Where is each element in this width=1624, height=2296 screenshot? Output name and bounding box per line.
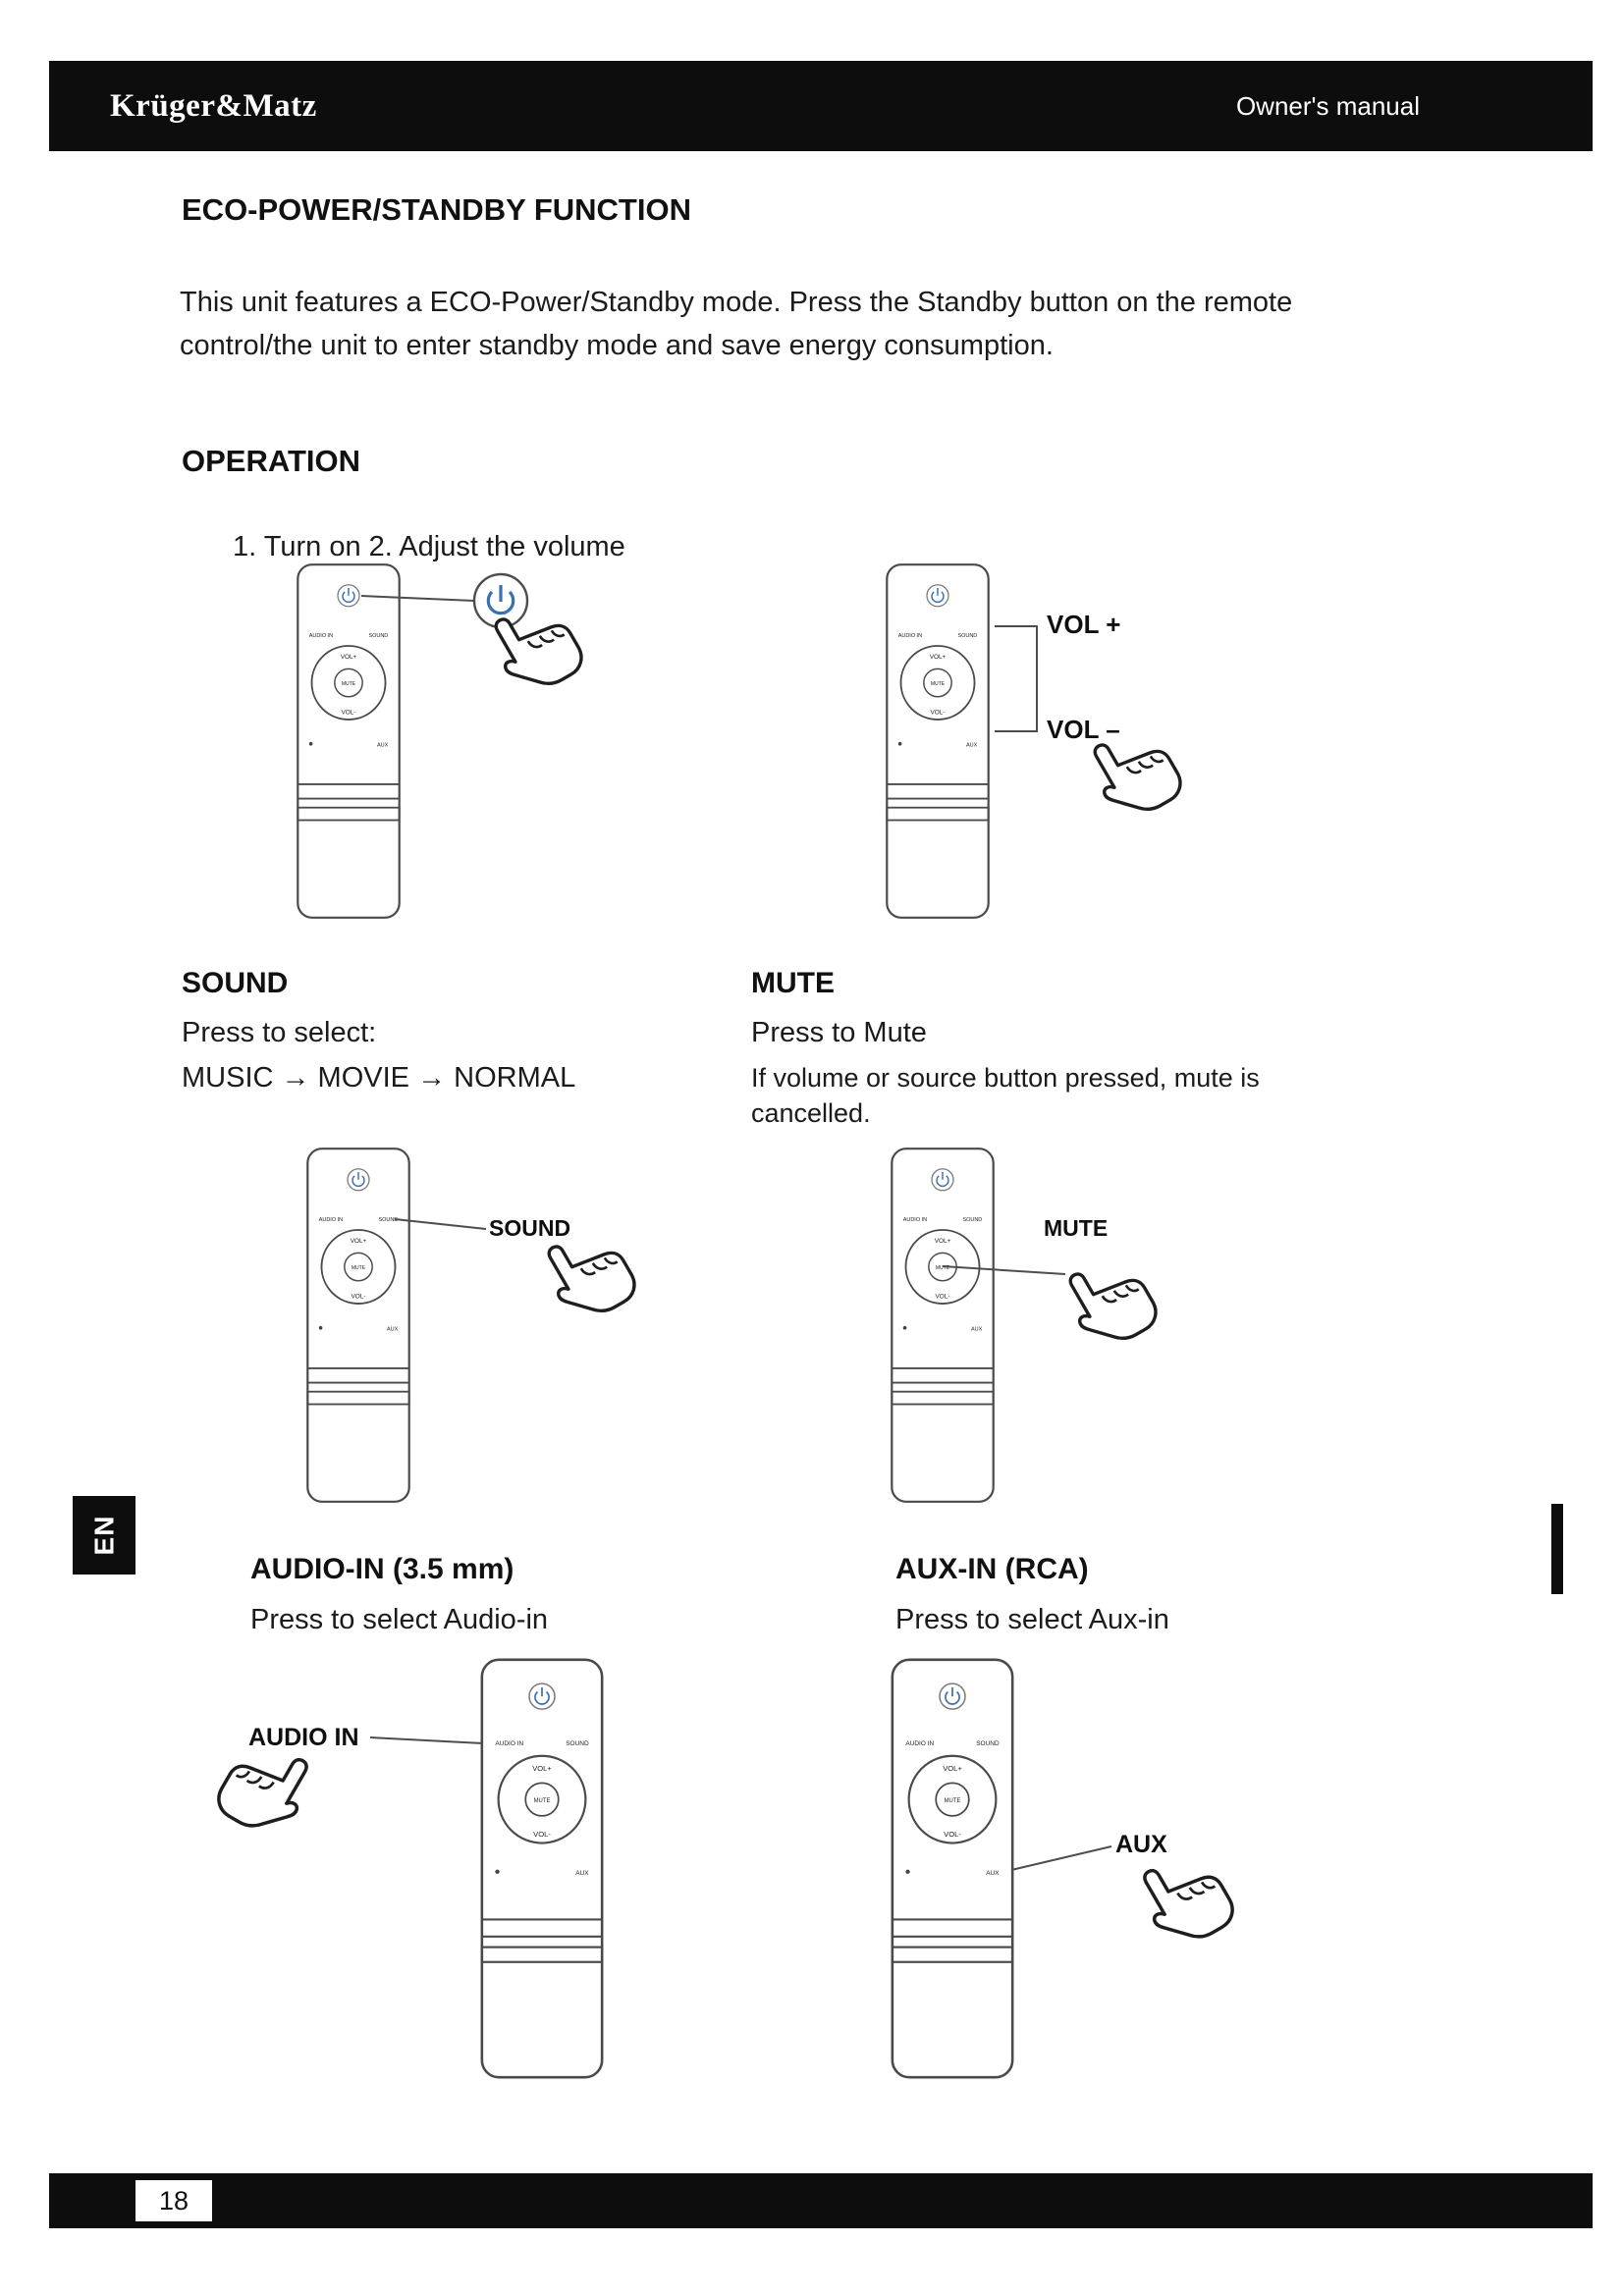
remote-illustration [886, 563, 990, 919]
remote-illustration [891, 1148, 995, 1503]
mute-line1: Press to Mute [751, 1017, 927, 1048]
figure-audio-in: AUDIO IN [211, 1658, 604, 2079]
header-bar: Krüger&Matz Owner's manual [49, 61, 1593, 151]
figure-sound: SOUND [306, 1148, 643, 1503]
power-icon [486, 585, 515, 615]
sound-callout: SOUND [489, 1215, 570, 1241]
remote-illustration [480, 1658, 604, 2079]
audio-in-callout: AUDIO IN [248, 1724, 359, 1751]
hand-icon [1129, 1842, 1242, 1957]
right-edge-bar [1551, 1504, 1563, 1594]
remote-illustration [891, 1658, 1014, 2079]
eco-section-body: This unit features a ECO-Power/Standby m… [180, 287, 1293, 362]
remote-illustration [306, 1148, 410, 1503]
language-tab: EN [73, 1496, 135, 1575]
eco-section-title: ECO-POWER/STANDBY FUNCTION [182, 192, 691, 227]
aux-callout: AUX [1115, 1831, 1167, 1858]
operation-steps: 1. Turn on 2. Adjust the volume [233, 531, 625, 562]
page-number: 18 [135, 2180, 212, 2221]
mute-callout: MUTE [1044, 1215, 1108, 1241]
sound-line1: Press to select: [182, 1017, 377, 1048]
brand-logo: Krüger&Matz [110, 87, 317, 124]
audio-in-section-title: AUDIO-IN (3.5 mm) [250, 1553, 514, 1585]
manual-title: Owner's manual [1235, 90, 1420, 121]
footer-bar: 18 [49, 2173, 1593, 2228]
aux-in-line1: Press to select Aux-in [895, 1604, 1169, 1635]
mute-section-title: MUTE [751, 967, 835, 999]
operation-section-title: OPERATION [182, 444, 360, 478]
figure-power [297, 563, 590, 919]
remote-illustration [297, 563, 401, 919]
sound-section-title: SOUND [182, 967, 289, 999]
hand-icon [1056, 1246, 1164, 1359]
language-tab-label: EN [88, 1515, 119, 1556]
figure-mute: MUTE [891, 1148, 1164, 1503]
mute-note: If volume or source button pressed, mute… [751, 1063, 1260, 1129]
figure-volume: VOL + VOL – [886, 563, 1189, 919]
audio-in-line1: Press to select Audio-in [250, 1604, 549, 1635]
figure-aux: AUX [891, 1658, 1242, 2079]
vol-plus-callout: VOL + [1047, 610, 1120, 639]
sound-line2: MUSIC → MOVIE → NORMAL [182, 1062, 576, 1094]
vol-minus-callout: VOL – [1047, 715, 1120, 744]
aux-in-section-title: AUX-IN (RCA) [895, 1553, 1089, 1585]
